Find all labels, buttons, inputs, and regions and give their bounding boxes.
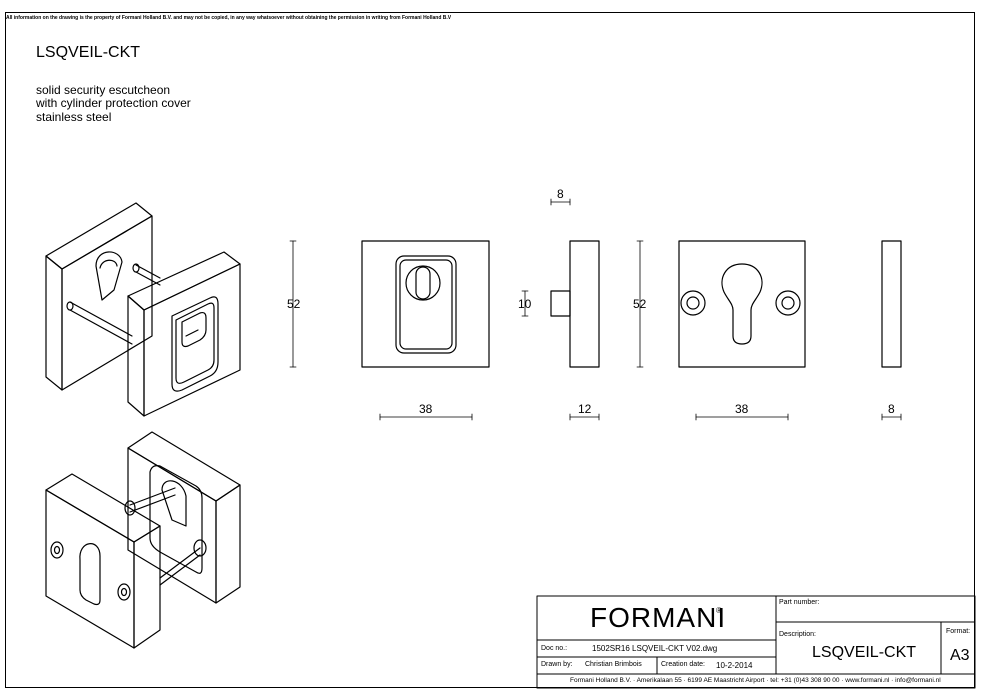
dim-front-height: 52 [287, 297, 301, 311]
product-title: LSQVEIL-CKT [36, 44, 141, 61]
dim-rear-side-thickness: 8 [888, 402, 895, 416]
doc-no-label: Doc no.: [541, 645, 568, 652]
rear-view [636, 240, 806, 421]
creation-date-value: 10-2-2014 [716, 661, 753, 670]
side-view-cover [521, 198, 600, 421]
drawing-frame [5, 12, 975, 688]
rear-side-view [881, 240, 902, 421]
drawn-by-label: Drawn by: [541, 661, 573, 668]
format-label: Format: [946, 628, 971, 635]
isometric-view-assembled [45, 202, 241, 417]
creation-date-label: Creation date: [661, 661, 705, 668]
description-line-1: solid security escutcheon [36, 83, 171, 97]
description-line-3: stainless steel [36, 110, 112, 124]
dim-side-thickness: 12 [578, 402, 592, 416]
dim-rear-height: 52 [633, 297, 647, 311]
logo-registered-mark: ® [716, 606, 722, 615]
formani-logo: FORMANI [590, 602, 727, 633]
front-view [289, 240, 490, 421]
dim-rear-width: 38 [735, 402, 749, 416]
description-value: LSQVEIL-CKT [812, 644, 917, 661]
format-value: A3 [950, 647, 970, 664]
doc-no-value: 1502SR16 LSQVEIL-CKT V02.dwg [592, 644, 718, 653]
dim-side-knob: 10 [518, 297, 532, 311]
dim-side-depth: 8 [557, 187, 564, 201]
dim-front-width: 38 [419, 402, 433, 416]
title-block-grid [536, 595, 976, 689]
company-footer: Formani Holland B.V. · Amerikalaan 55 · … [570, 677, 941, 684]
description-line-2: with cylinder protection cover [36, 96, 191, 110]
drawn-by-value: Christian Brimbois [585, 661, 642, 668]
isometric-view-exploded [45, 431, 241, 649]
disclaimer-text: All information on the drawing is the pr… [6, 15, 452, 21]
description-label: Description: [779, 631, 816, 638]
part-number-label: Part number: [779, 599, 820, 606]
